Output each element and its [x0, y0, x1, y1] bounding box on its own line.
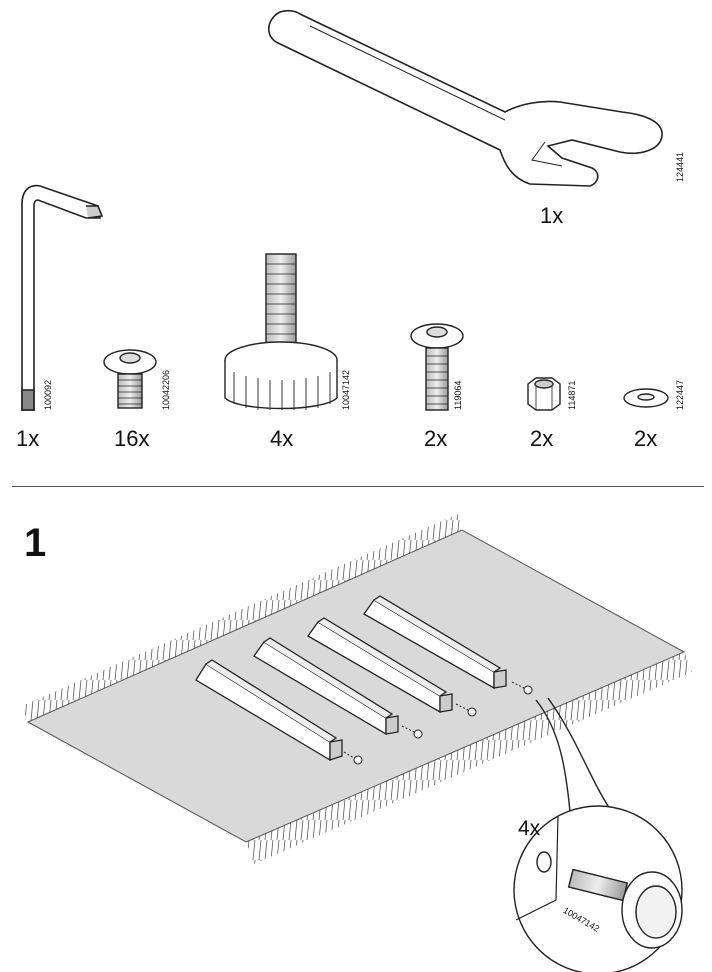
bolt-long-icon	[410, 323, 464, 411]
hex-nut-qty: 2x	[530, 426, 554, 451]
bracket-2-icon	[253, 637, 399, 736]
screw-short-code: 10042206	[161, 369, 171, 410]
washer-code: 122447	[675, 379, 685, 410]
adjustable-foot-icon	[224, 253, 338, 410]
bolt-long-code: 119064	[453, 380, 463, 410]
callout-icon	[513, 697, 683, 972]
screw-indicator-icons	[343, 681, 533, 765]
wrench-code: 124441	[675, 151, 685, 182]
hex-nut-icon	[527, 377, 561, 411]
step-number: 1	[24, 521, 47, 565]
allen-key-icon	[21, 184, 104, 411]
screw-short-icon	[103, 349, 157, 409]
wrench-icon	[268, 9, 663, 187]
bracket-3-icon	[307, 617, 453, 714]
bolt-long-qty: 2x	[424, 426, 448, 451]
hex-nut-code: 114871	[567, 380, 577, 410]
bracket-1-icon	[195, 659, 343, 762]
screw-short-qty: 16x	[114, 426, 150, 451]
allen-key-code: 100092	[43, 379, 53, 410]
section-divider	[12, 486, 704, 487]
adjustable-foot-qty: 4x	[270, 426, 294, 451]
bracket-4-icon	[363, 595, 507, 690]
allen-key-qty: 1x	[16, 426, 40, 451]
wrench-qty: 1x	[540, 203, 564, 228]
washer-qty: 2x	[634, 426, 658, 451]
washer-icon	[623, 388, 669, 408]
callout-qty: 4x	[518, 817, 541, 840]
adjustable-foot-code: 10047142	[341, 369, 351, 410]
rug-icon	[22, 514, 692, 864]
